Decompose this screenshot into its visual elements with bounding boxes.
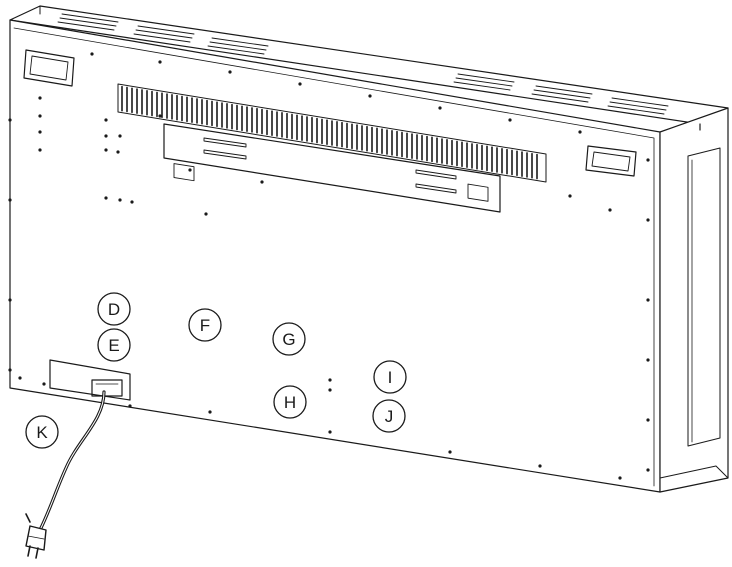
screw-hole — [646, 158, 650, 162]
top-vents — [57, 13, 669, 115]
top-vent-group-4 — [453, 73, 515, 91]
screw-hole — [608, 208, 612, 212]
screw-hole — [104, 196, 108, 200]
callout-i: I — [373, 360, 407, 394]
screw-hole — [618, 476, 622, 480]
rear-panel-edge — [13, 27, 655, 487]
screw-hole — [38, 96, 42, 100]
screw-hole — [328, 430, 332, 434]
callout-circle — [273, 385, 307, 419]
screw-hole — [118, 198, 122, 202]
callout-circle — [373, 360, 407, 394]
screw-hole — [158, 60, 162, 64]
bracket-tab-right — [467, 183, 489, 202]
callout-letter: E — [108, 336, 119, 355]
screw-hole — [38, 114, 42, 118]
callout-e: E — [97, 328, 131, 362]
screw-hole — [118, 134, 122, 138]
top-vent-group-1 — [57, 13, 119, 31]
screw-hole — [8, 198, 12, 202]
screw-hole — [116, 150, 120, 154]
power-cord — [25, 390, 106, 559]
screw-hole — [38, 130, 42, 134]
screw-hole — [128, 404, 132, 408]
bracket-tab-left — [173, 163, 195, 182]
callout-k: K — [25, 415, 59, 449]
power-inlet-plate — [49, 359, 131, 401]
callout-circle — [188, 308, 222, 342]
rear-vent-grille — [117, 83, 547, 183]
screw-hole — [646, 468, 650, 472]
screw-hole — [568, 194, 572, 198]
left-handle — [23, 49, 75, 87]
screw-hole — [368, 94, 372, 98]
callout-letter: J — [385, 407, 394, 426]
screw-hole — [298, 82, 302, 86]
screw-hole — [38, 148, 42, 152]
side-recess — [687, 147, 721, 447]
power-inlet-socket — [91, 379, 123, 397]
callout-j: J — [372, 399, 406, 433]
callout-circle — [97, 292, 131, 326]
screw-hole — [90, 52, 94, 56]
screw-hole — [646, 218, 650, 222]
screw-hole — [104, 118, 108, 122]
screw-hole — [328, 388, 332, 392]
screw-hole — [204, 212, 208, 216]
callout-circle — [25, 415, 59, 449]
screw-hole — [646, 298, 650, 302]
screw-hole — [8, 298, 12, 302]
screw-hole — [328, 378, 332, 382]
screw-hole — [646, 358, 650, 362]
mounting-bracket — [163, 123, 501, 213]
screw-hole — [260, 180, 264, 184]
screw-hole — [646, 418, 650, 422]
callout-letter: H — [284, 393, 296, 412]
callout-labels: DE F G H I J K — [25, 292, 407, 449]
bracket-slots — [203, 137, 457, 194]
side-panel — [659, 107, 729, 493]
callout-circle — [372, 399, 406, 433]
screw-holes — [8, 52, 650, 480]
screw-hole — [8, 368, 12, 372]
right-handle — [585, 145, 637, 177]
callout-d: D — [97, 292, 131, 326]
callout-letter: F — [200, 316, 210, 335]
screw-hole — [8, 118, 12, 122]
top-vent-group-6 — [607, 97, 669, 115]
callout-circle — [97, 328, 131, 362]
callout-letter: D — [108, 300, 120, 319]
callout-g: G — [272, 322, 306, 356]
screw-hole — [508, 118, 512, 122]
callout-letter: G — [282, 330, 295, 349]
screw-hole — [158, 114, 162, 118]
screw-hole — [188, 168, 192, 172]
screw-hole — [538, 464, 542, 468]
screw-hole — [228, 70, 232, 74]
callout-letter: K — [36, 423, 48, 442]
screw-hole — [42, 382, 46, 386]
side-bottom-step — [659, 465, 729, 479]
callout-letter: I — [388, 368, 393, 387]
screw-hole — [104, 134, 108, 138]
top-vent-group-3 — [207, 37, 269, 55]
top-vent-group-2 — [133, 25, 195, 43]
callout-f: F — [188, 308, 222, 342]
screw-hole — [448, 450, 452, 454]
screw-hole — [104, 148, 108, 152]
callout-h: H — [273, 385, 307, 419]
screw-hole — [18, 376, 22, 380]
power-plug — [25, 513, 47, 559]
callout-circle — [272, 322, 306, 356]
top-vent-group-5 — [531, 85, 593, 103]
screw-hole — [208, 410, 212, 414]
screw-hole — [438, 106, 442, 110]
screw-hole — [130, 200, 134, 204]
screw-hole — [578, 130, 582, 134]
unit-body — [9, 5, 729, 493]
